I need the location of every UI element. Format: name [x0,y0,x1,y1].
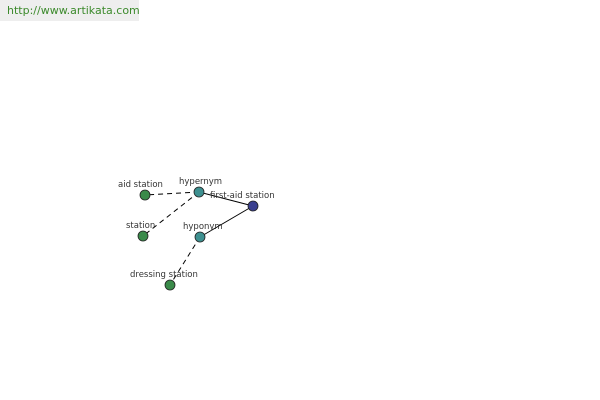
site-url-link[interactable]: http://www.artikata.com [0,0,140,21]
dressing-station-label: dressing station [130,270,198,280]
dressing-station-node[interactable] [164,279,176,291]
edge-first-aid-station-hyponym [199,205,254,238]
station-node[interactable] [137,230,149,242]
aid-station-label: aid station [118,180,163,190]
station-label: station [126,221,155,231]
edge-first-aid-station-hypernym [198,191,254,207]
edge-hyponym-dressing-station [169,236,201,286]
edge-hypernym-station [142,191,200,237]
graph-nodes [137,186,259,291]
hypernym-label: hypernym [179,177,222,187]
graph-labels: hypernym aid station station hyponym dressin… [118,177,275,280]
edge-hypernym-aid-station [144,191,200,196]
first-aid-station-node[interactable] [247,200,259,212]
aid-station-node[interactable] [139,189,151,201]
hypernym-node[interactable] [193,186,205,198]
hyponym-node[interactable] [194,231,206,243]
graph-edges [142,191,254,286]
first-aid-station-label: first-aid station [210,191,275,201]
hyponym-label: hyponym [183,222,223,232]
